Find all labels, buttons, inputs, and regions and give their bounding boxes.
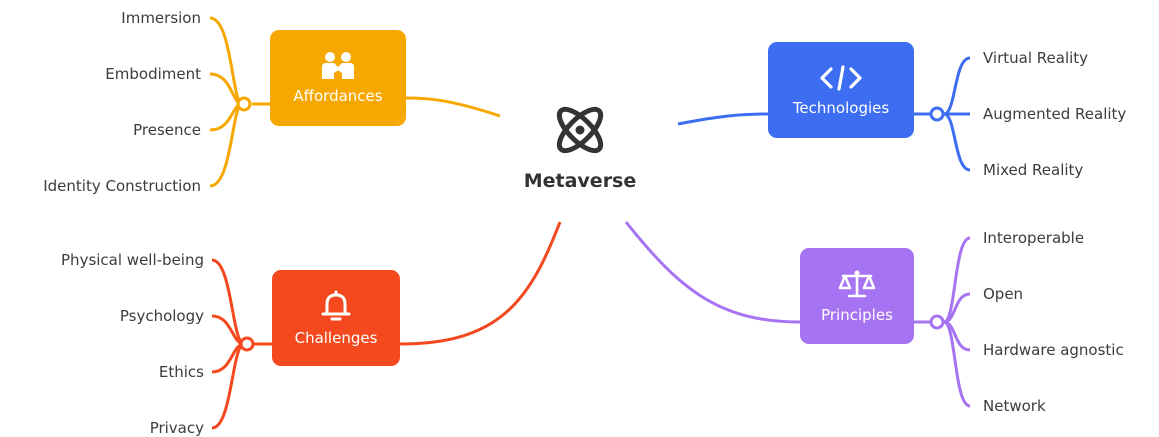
leaf-immersion[interactable]: Immersion bbox=[121, 9, 201, 27]
code-icon bbox=[820, 65, 862, 91]
leaf-augmented-reality[interactable]: Augmented Reality bbox=[983, 105, 1127, 123]
technologies-label: Technologies bbox=[792, 99, 890, 117]
central-node[interactable]: Metaverse bbox=[510, 100, 650, 192]
leaf-virtual-reality[interactable]: Virtual Reality bbox=[983, 49, 1089, 67]
atom-icon bbox=[556, 106, 604, 154]
scales-icon bbox=[838, 270, 876, 298]
challenges-node[interactable]: Challenges bbox=[272, 270, 400, 366]
leaf-privacy[interactable]: Privacy bbox=[149, 419, 204, 437]
leaf-open[interactable]: Open bbox=[983, 285, 1024, 303]
technologies-node[interactable]: Technologies bbox=[768, 42, 914, 138]
challenges-connectors bbox=[211, 221, 562, 430]
leaf-presence[interactable]: Presence bbox=[133, 121, 201, 139]
leaf-hardware-agnostic[interactable]: Hardware agnostic bbox=[983, 341, 1124, 359]
affordances-label: Affordances bbox=[293, 87, 383, 105]
leaf-physical-well-being[interactable]: Physical well-being bbox=[61, 251, 204, 269]
challenges-label: Challenges bbox=[294, 329, 378, 347]
technologies-connectors bbox=[677, 56, 971, 172]
bell-icon bbox=[321, 290, 351, 321]
handshake-icon bbox=[322, 52, 354, 79]
leaf-psychology[interactable]: Psychology bbox=[119, 307, 204, 325]
affordances-node[interactable]: Affordances bbox=[270, 30, 406, 126]
leaf-mixed-reality[interactable]: Mixed Reality bbox=[983, 161, 1084, 179]
leaf-embodiment[interactable]: Embodiment bbox=[105, 65, 201, 83]
principles-node[interactable]: Principles bbox=[800, 248, 914, 344]
principles-connectors bbox=[624, 221, 971, 408]
leaf-interoperable[interactable]: Interoperable bbox=[983, 229, 1085, 247]
central-title: Metaverse bbox=[523, 170, 637, 192]
leaf-identity-construction[interactable]: Identity Construction bbox=[43, 177, 201, 195]
leaf-network[interactable]: Network bbox=[983, 397, 1046, 415]
leaf-ethics[interactable]: Ethics bbox=[158, 363, 204, 381]
principles-label: Principles bbox=[821, 306, 893, 324]
